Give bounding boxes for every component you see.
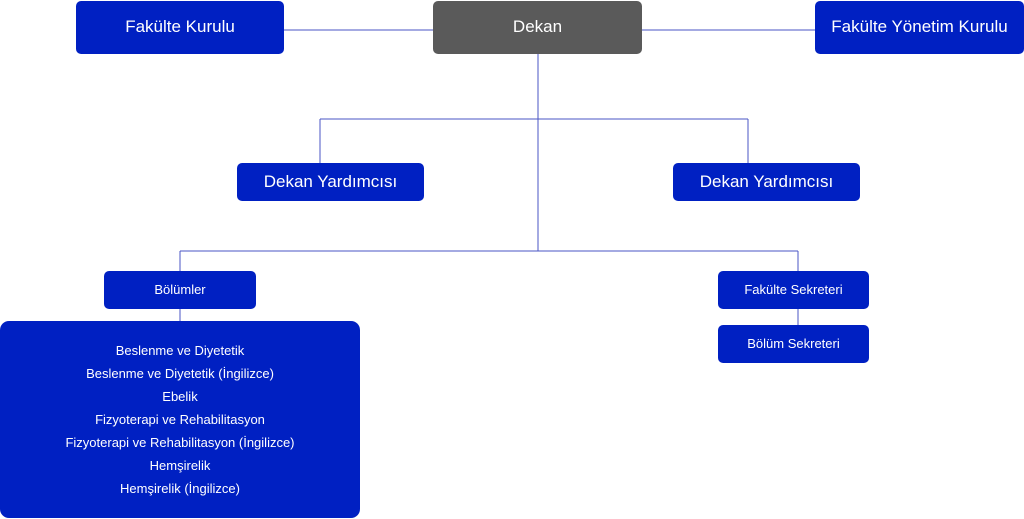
dean-node[interactable]: Dekan: [433, 1, 642, 54]
vice-dean-right-node[interactable]: Dekan Yardımcısı: [673, 163, 860, 201]
departments-node[interactable]: Bölümler: [104, 271, 256, 309]
faculty-secretary-label: Fakülte Sekreteri: [744, 282, 843, 298]
faculty-executive-board-node[interactable]: Fakülte Yönetim Kurulu: [815, 1, 1024, 54]
department-secretary-node[interactable]: Bölüm Sekreteri: [718, 325, 869, 363]
department-list-item[interactable]: Fizyoterapi ve Rehabilitasyon: [95, 412, 265, 427]
dean-label: Dekan: [512, 17, 563, 37]
department-list-item[interactable]: Beslenme ve Diyetetik (İngilizce): [86, 366, 274, 381]
department-list-item[interactable]: Ebelik: [162, 389, 198, 404]
department-list-item[interactable]: Hemşirelik (İngilizce): [120, 481, 240, 496]
department-secretary-label: Bölüm Sekreteri: [747, 336, 840, 352]
department-list: Beslenme ve Diyetetik Beslenme ve Diyete…: [0, 321, 360, 518]
faculty-secretary-node[interactable]: Fakülte Sekreteri: [718, 271, 869, 309]
faculty-executive-board-label: Fakülte Yönetim Kurulu: [831, 17, 1008, 37]
vice-dean-right-label: Dekan Yardımcısı: [699, 171, 834, 191]
departments-label: Bölümler: [154, 282, 206, 298]
department-list-item[interactable]: Hemşirelik: [149, 458, 211, 473]
vice-dean-left-label: Dekan Yardımcısı: [263, 171, 398, 191]
department-list-item[interactable]: Fizyoterapi ve Rehabilitasyon (İngilizce…: [65, 435, 295, 450]
department-list-item[interactable]: Beslenme ve Diyetetik: [115, 343, 245, 358]
faculty-board-label: Fakülte Kurulu: [125, 17, 235, 37]
faculty-board-node[interactable]: Fakülte Kurulu: [76, 1, 284, 54]
vice-dean-left-node[interactable]: Dekan Yardımcısı: [237, 163, 424, 201]
